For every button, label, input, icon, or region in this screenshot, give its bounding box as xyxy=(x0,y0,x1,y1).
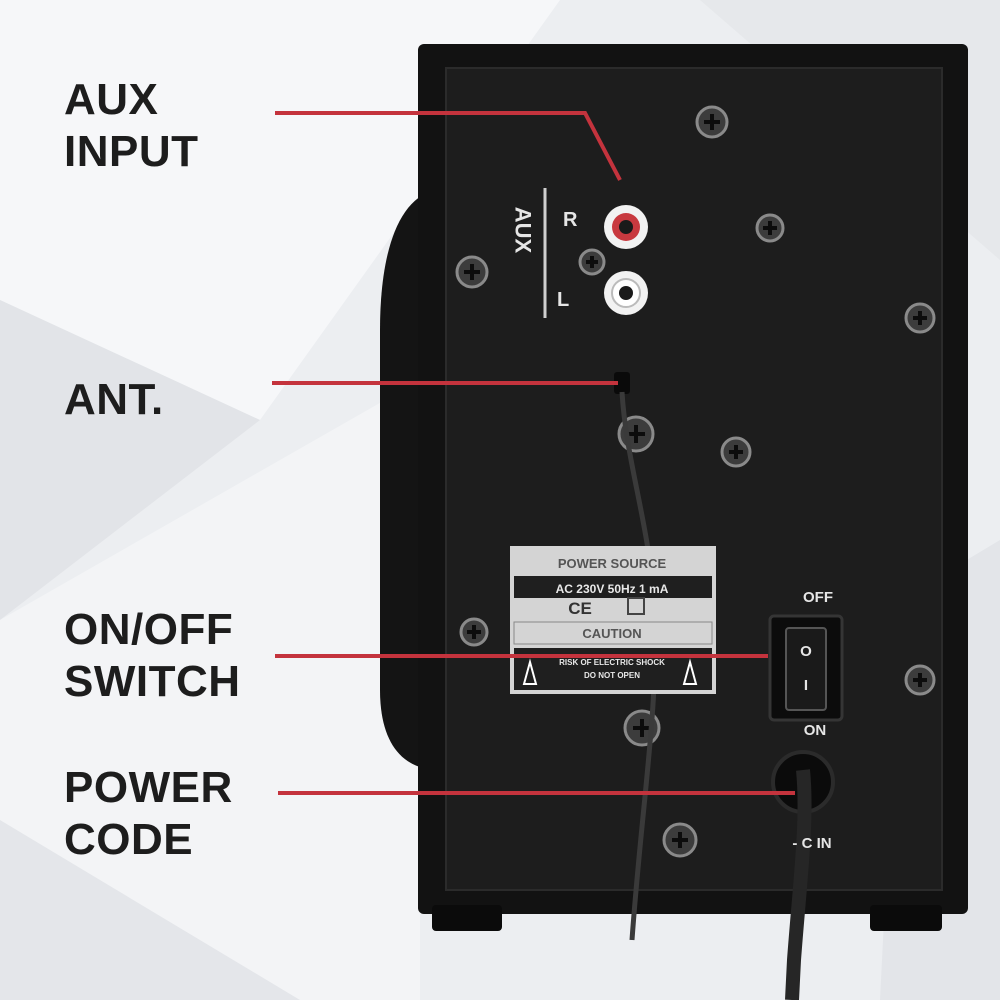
antenna-port xyxy=(614,372,630,394)
aux-left-label: L xyxy=(557,289,569,311)
aux-right-label: R xyxy=(563,209,578,231)
power-rating-label: POWER SOURCE AC 230V 50Hz 1 mA CE CAUTIO… xyxy=(510,546,716,694)
screw-icon xyxy=(578,248,606,276)
antenna-callout: ANT. xyxy=(64,374,164,426)
switch-off-label: OFF xyxy=(803,589,833,606)
aux-vertical-label: AUX xyxy=(511,207,536,254)
screw-icon xyxy=(455,255,489,289)
screw-icon xyxy=(904,302,936,334)
callout-line-aux xyxy=(275,111,622,181)
speaker-foot xyxy=(432,905,502,931)
screw-icon xyxy=(720,436,752,468)
switch-on-label: ON xyxy=(804,722,827,739)
switch-o-symbol: O xyxy=(800,643,812,660)
screw-icon xyxy=(662,822,698,858)
antenna-line1: ANT. xyxy=(64,375,164,424)
power-cord-callout: POWER CODE xyxy=(64,762,233,866)
screw-icon xyxy=(755,213,785,243)
aux-input-callout: AUX INPUT xyxy=(64,74,199,178)
switch-line1: ON/OFF xyxy=(64,605,234,654)
aux-input-line1: AUX xyxy=(64,75,159,124)
label-title: POWER SOURCE xyxy=(558,556,667,571)
label-warning-line2: DO NOT OPEN xyxy=(584,671,640,680)
label-caution: CAUTION xyxy=(582,626,641,641)
back-panel xyxy=(446,68,942,890)
on-off-switch-callout: ON/OFF SWITCH xyxy=(64,604,241,708)
ce-mark: CE xyxy=(568,599,592,618)
label-rating: AC 230V 50Hz 1 mA xyxy=(556,582,669,596)
recycle-bin-icon xyxy=(627,597,645,615)
rca-jack-right-icon xyxy=(604,205,648,249)
power-switch: O I xyxy=(768,614,844,722)
rca-jack-left-icon xyxy=(604,271,648,315)
label-warning-line1: RISK OF ELECTRIC SHOCK xyxy=(559,658,665,667)
power-line1: POWER xyxy=(64,763,233,812)
aux-input-line2: INPUT xyxy=(64,127,199,176)
power-line2: CODE xyxy=(64,815,194,864)
switch-line2: SWITCH xyxy=(64,657,241,706)
switch-i-symbol: I xyxy=(804,677,808,694)
warning-triangle-icon xyxy=(522,658,538,685)
screw-icon xyxy=(695,105,729,139)
warning-triangle-icon xyxy=(682,658,698,685)
power-cord xyxy=(785,769,812,1000)
speaker-foot xyxy=(870,905,942,931)
ac-in-label: - C IN xyxy=(792,835,831,852)
screw-icon xyxy=(459,617,489,647)
screw-icon xyxy=(904,664,936,696)
